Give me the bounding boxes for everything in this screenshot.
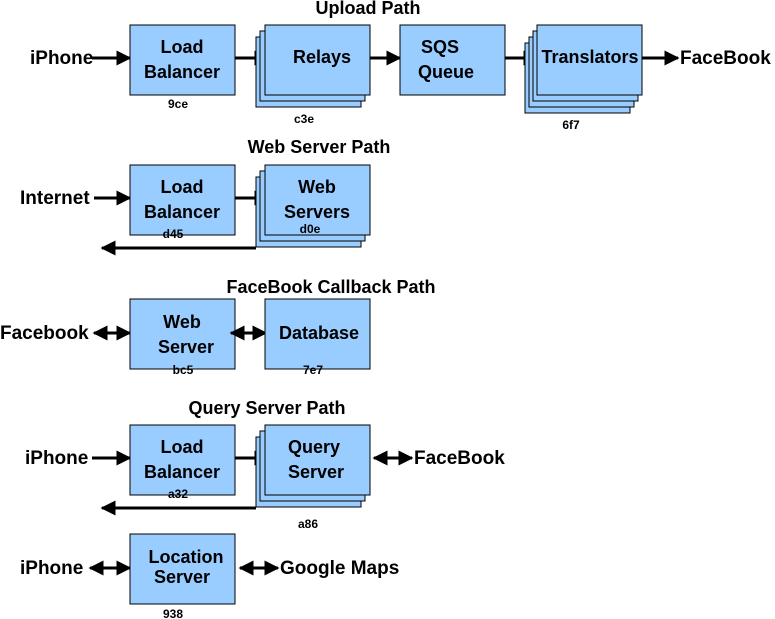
location-server-box: [129, 533, 236, 605]
web-source-internet: Internet: [20, 188, 90, 209]
web-lb-label-1: Load: [161, 177, 204, 197]
query-source-iphone: iPhone: [25, 448, 88, 469]
upload-load-balancer: Load Balancer 9ce: [129, 24, 236, 111]
upload-lb-id: 9ce: [168, 97, 188, 111]
location-dest-google-maps: Google Maps: [280, 558, 399, 579]
web-servers-box: [264, 164, 371, 236]
query-server-stack: Query Server a86: [255, 424, 371, 531]
web-lb-box: [129, 164, 236, 236]
query-dest-facebook: FaceBook: [414, 448, 505, 469]
sqs-box: [399, 24, 506, 96]
translators-label: Translators: [541, 47, 638, 67]
web-lb-id: d45: [163, 227, 184, 241]
web-servers-label-2: Servers: [284, 202, 350, 222]
location-server: Location Server 938: [129, 533, 236, 619]
query-lb-label-1: Load: [161, 437, 204, 457]
database-box: [264, 298, 371, 370]
callback-ws-id: bc5: [173, 363, 194, 377]
web-load-balancer: Load Balancer d45: [129, 164, 236, 241]
callback-web-server: Web Server bc5: [129, 298, 236, 377]
web-lb-label-2: Balancer: [144, 202, 220, 222]
upload-relays-stack: Relays c3e: [255, 24, 371, 126]
upload-lb-label-1: Load: [161, 37, 204, 57]
location-server-label-1: Location: [149, 547, 224, 567]
callback-ws-label-1: Web: [163, 312, 201, 332]
query-server-id: a86: [298, 517, 318, 531]
translators-box: [536, 24, 643, 96]
web-servers-label-1: Web: [298, 177, 336, 197]
location-server-label-2: Server: [154, 567, 210, 587]
query-lb-label-2: Balancer: [144, 462, 220, 482]
database-id: 7e7: [303, 363, 323, 377]
upload-lb-label-2: Balancer: [144, 62, 220, 82]
query-server-label-2: Server: [288, 462, 344, 482]
web-servers-id: d0e: [300, 222, 321, 236]
facebook-callback-path: FaceBook Callback Path Facebook Web Serv…: [0, 277, 436, 377]
relays-box: [264, 24, 371, 96]
callback-ws-label-2: Server: [158, 337, 214, 357]
upload-source-iphone: iPhone: [30, 48, 93, 69]
location-server-id: 938: [163, 607, 183, 619]
query-lb-box: [129, 424, 236, 496]
upload-path-title: Upload Path: [315, 0, 420, 18]
query-lb-id: a32: [168, 487, 188, 501]
callback-source-facebook: Facebook: [0, 323, 89, 344]
upload-lb-box: [129, 24, 236, 96]
web-server-path: Web Server Path Internet Load Balancer d…: [20, 137, 391, 256]
upload-translators-stack: Translators 6f7: [524, 24, 643, 132]
upload-sqs-queue: SQS Queue: [399, 24, 506, 96]
query-path-title: Query Server Path: [188, 398, 345, 418]
web-server-path-title: Web Server Path: [248, 137, 391, 157]
location-source-iphone: iPhone: [20, 558, 83, 579]
upload-dest-facebook: FaceBook: [680, 48, 771, 69]
query-server-box: [264, 424, 371, 496]
query-load-balancer: Load Balancer a32: [129, 424, 236, 501]
sqs-label-2: Queue: [418, 62, 474, 82]
relays-id: c3e: [294, 112, 314, 126]
relays-label: Relays: [293, 47, 351, 67]
sqs-label-1: SQS: [421, 37, 459, 57]
database-label: Database: [279, 323, 359, 343]
translators-id: 6f7: [562, 118, 580, 132]
web-servers-stack: Web Servers d0e: [255, 164, 371, 248]
location-server-path: iPhone Location Server 938 Google Maps: [20, 533, 399, 619]
query-server-label-1: Query: [288, 437, 340, 457]
callback-database: Database 7e7: [264, 298, 371, 377]
callback-ws-box: [129, 298, 236, 370]
callback-path-title: FaceBook Callback Path: [226, 277, 435, 297]
upload-path: Upload Path iPhone Load Balancer 9ce Rel…: [30, 0, 771, 132]
query-server-path: Query Server Path iPhone Load Balancer a…: [25, 398, 505, 531]
